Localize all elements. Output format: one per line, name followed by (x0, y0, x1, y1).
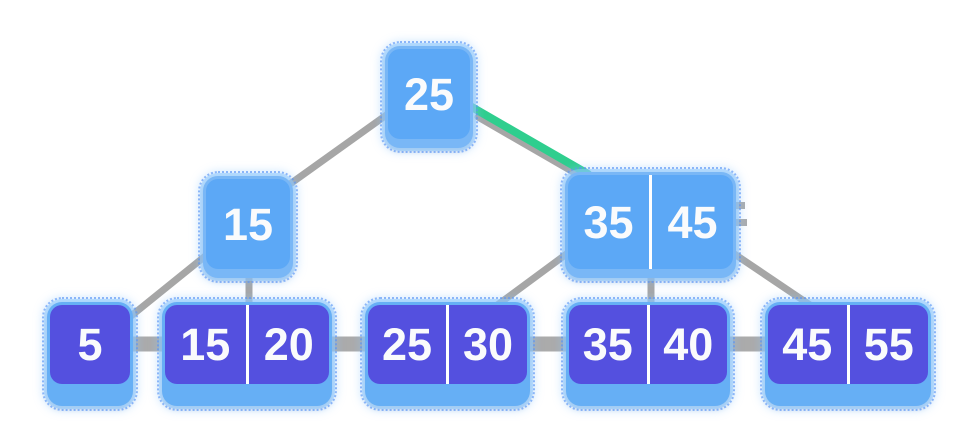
leaf-node-35-40-body: 35 40 (569, 305, 727, 384)
leaf-node-45-55: 45 55 (760, 297, 936, 411)
key-cell: 25 (381, 319, 433, 370)
link-stub-right-of-35-45-b (736, 219, 747, 226)
leaf-node-45-55-body: 45 55 (768, 305, 928, 384)
key-cell: 20 (263, 319, 314, 370)
key-divider (649, 175, 652, 269)
internal-node-35-45: 35 45 (560, 167, 741, 283)
leaf-node-25-30-body: 25 30 (368, 305, 527, 384)
key-cell: 35 (583, 196, 634, 248)
key-cell: 40 (663, 319, 714, 370)
internal-node-25-body: 25 (388, 49, 470, 139)
key-cell: 15 (180, 319, 231, 370)
key-cell: 45 (782, 319, 833, 370)
leaf-node-25-30: 25 30 (360, 297, 535, 411)
key-cell: 35 (582, 319, 633, 370)
key-cell: 25 (403, 68, 455, 120)
key-cell: 15 (222, 198, 274, 250)
leaf-node-5-body: 5 (50, 305, 130, 384)
key-cell: 55 (863, 319, 914, 370)
internal-node-35-45-body: 35 45 (568, 175, 733, 269)
internal-node-15: 15 (198, 171, 298, 283)
edge-35-45-to-25-30 (488, 243, 580, 313)
key-cell: 5 (77, 319, 103, 370)
key-cell: 45 (667, 196, 718, 248)
key-divider (646, 305, 650, 384)
edge-25-to-15 (286, 107, 396, 188)
key-divider (846, 305, 850, 384)
key-cell: 30 (462, 319, 514, 370)
internal-node-15-body: 15 (206, 179, 290, 269)
key-divider (446, 305, 449, 384)
leaf-node-35-40: 35 40 (561, 297, 735, 411)
key-divider (245, 305, 249, 384)
link-stub-right-of-35-45-a (736, 202, 745, 209)
edge-35-45-to-45-55 (720, 243, 820, 313)
highlight-edge-25-to-35-45 (466, 102, 592, 178)
leaf-node-5: 5 (42, 297, 138, 411)
internal-node-25: 25 (380, 41, 478, 153)
